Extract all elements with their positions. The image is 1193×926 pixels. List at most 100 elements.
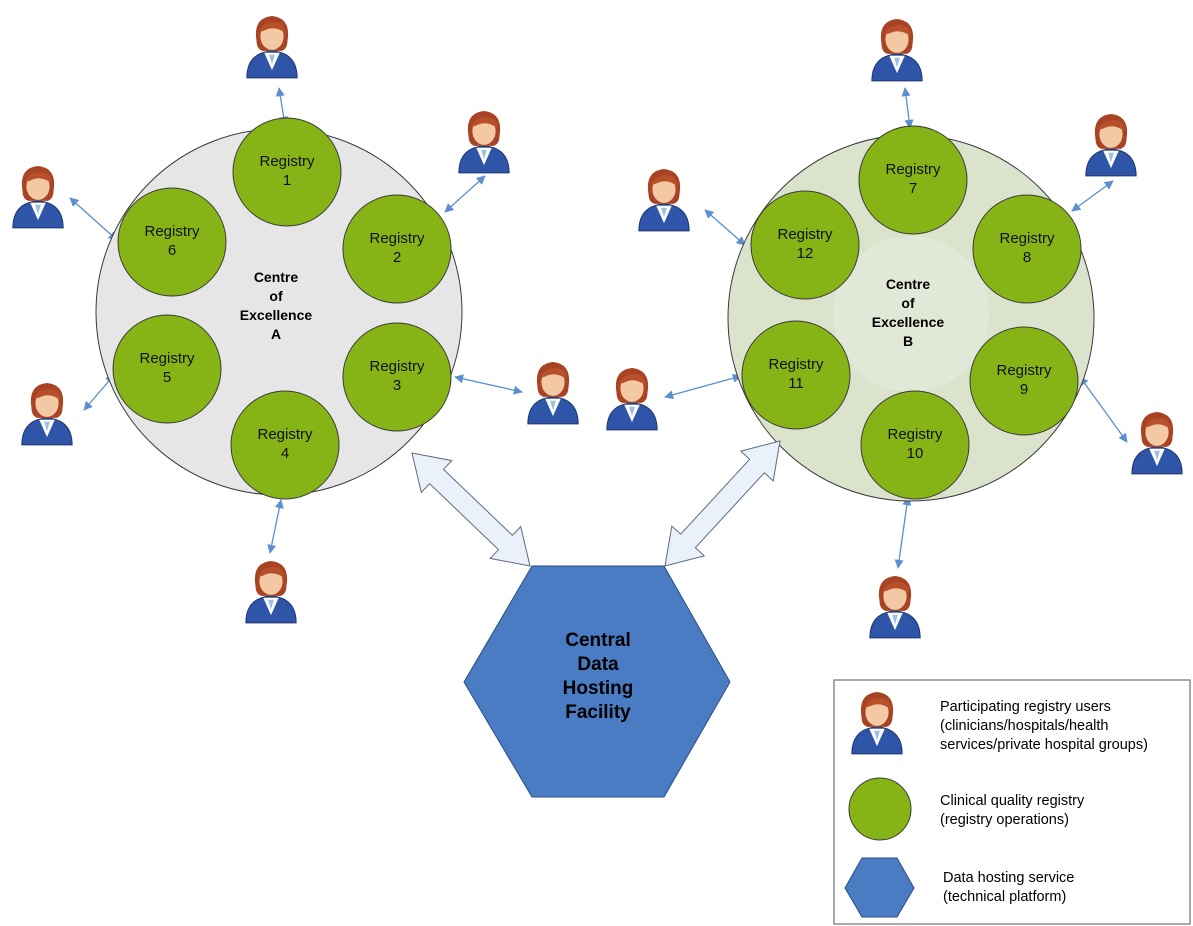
hub-label-line: Central <box>565 630 630 651</box>
registry-label-line: 12 <box>797 245 814 262</box>
legend-item-line: (technical platform) <box>943 889 1066 905</box>
centre-label-a-line: A <box>271 326 281 342</box>
registry-label: Registry 10 <box>887 426 943 462</box>
registry-circle <box>342 322 452 432</box>
registry-circle <box>232 117 342 227</box>
registry-label: Registry 6 <box>144 223 200 259</box>
legend-item-text: Clinical quality registry (registry opera… <box>940 793 1085 828</box>
centre-label-a-line: Centre <box>254 269 299 285</box>
registry-circle <box>741 320 851 430</box>
user-icon <box>1131 411 1183 475</box>
user-icon <box>869 575 921 639</box>
shape-layer <box>12 15 1191 925</box>
registry-label-line: Registry <box>996 362 1052 379</box>
registry-circle <box>750 190 860 300</box>
centre-label-b-line: Centre <box>886 276 931 292</box>
hub-label-line: Hosting <box>563 678 634 699</box>
registry-label-line: Registry <box>887 426 943 443</box>
connector-arrow-b-1 <box>901 87 914 129</box>
user-icon <box>606 367 658 431</box>
connector-arrow-a-2 <box>444 175 486 213</box>
registry-circle <box>969 326 1079 436</box>
registry-label-line: 11 <box>788 375 804 392</box>
registry-label: Registry 11 <box>768 356 824 392</box>
connector-layer <box>69 87 1128 569</box>
registry-label-line: 2 <box>393 249 401 266</box>
registry-label: Registry 4 <box>257 426 313 462</box>
connector-arrow-b-2 <box>1071 180 1114 212</box>
connector-arrow-a-5 <box>454 374 523 395</box>
hub-label-line: Data <box>577 654 619 675</box>
connector-arrow-a-3 <box>69 197 118 241</box>
user-icon <box>527 361 579 425</box>
legend-item-line: services/private hospital groups) <box>940 737 1148 753</box>
registry-label-line: Registry <box>999 230 1055 247</box>
registry-label-line: Registry <box>369 358 425 375</box>
registry-label-line: Registry <box>257 426 313 443</box>
user-icon <box>245 560 297 624</box>
registry-label-line: 7 <box>909 180 917 197</box>
registry-circle <box>342 194 452 304</box>
connector-arrow-a-6 <box>267 499 284 554</box>
registry-circle <box>860 390 970 500</box>
connector-arrow-b-5 <box>1079 376 1128 443</box>
legend-item-text: Data hosting service (technical platform) <box>943 870 1074 905</box>
registry-circle <box>117 187 227 297</box>
registry-circle <box>858 125 968 235</box>
centre-label-a-line: Excellence <box>240 307 313 323</box>
user-icon <box>21 382 73 446</box>
legend-item-line: Data hosting service <box>943 870 1074 886</box>
user-icon <box>638 168 690 232</box>
registry-label: Registry 5 <box>139 350 195 386</box>
legend-item-line: Clinical quality registry <box>940 793 1085 809</box>
registry-label-line: 10 <box>907 445 924 462</box>
user-icon <box>12 165 64 229</box>
registry-label: Registry 2 <box>369 230 425 266</box>
user-icon <box>871 18 923 82</box>
registry-circle <box>112 314 222 424</box>
connector-arrow-b-3 <box>704 209 746 246</box>
hub-label-line: Facility <box>565 702 631 723</box>
registry-label: Registry 8 <box>999 230 1055 266</box>
centre-label-b-line: Excellence <box>872 314 945 330</box>
big-arrow-left <box>411 452 531 567</box>
registry-circle <box>972 194 1082 304</box>
legend-item-text: Participating registry users (clinicians/… <box>940 699 1148 753</box>
registry-label-line: Registry <box>777 226 833 243</box>
registry-label-line: 8 <box>1023 249 1031 266</box>
registry-label-line: Registry <box>259 153 315 170</box>
registry-label-line: 6 <box>168 242 176 259</box>
legend-item-line: (clinicians/hospitals/health <box>940 718 1108 734</box>
user-icon <box>246 15 298 79</box>
legend-item-line: Participating registry users <box>940 699 1111 715</box>
registry-label-line: 1 <box>283 172 291 189</box>
registry-label-line: 4 <box>281 445 289 462</box>
big-arrow-right <box>664 440 781 567</box>
legend-item-line: (registry operations) <box>940 812 1069 828</box>
registry-circle <box>230 390 340 500</box>
registry-label-line: Registry <box>144 223 200 240</box>
registry-label: Registry 1 <box>259 153 315 189</box>
centre-label-b-line: B <box>903 333 913 349</box>
registry-label-line: 5 <box>163 369 171 386</box>
registry-label-line: Registry <box>768 356 824 373</box>
registry-label: Registry 9 <box>996 362 1052 398</box>
registry-label-line: 3 <box>393 377 401 394</box>
centre-label-a-line: of <box>269 288 283 304</box>
connector-arrow-b-6 <box>894 496 912 569</box>
registry-label: Registry 12 <box>777 226 833 262</box>
registry-label-line: Registry <box>139 350 195 367</box>
user-icon <box>458 110 510 174</box>
legend-hexagon-icon <box>844 857 915 918</box>
user-icon <box>1085 113 1137 177</box>
registry-label-line: 9 <box>1020 381 1028 398</box>
legend-registry-circle-icon <box>848 777 912 841</box>
registry-label-line: Registry <box>369 230 425 247</box>
centre-label-b-line: of <box>901 295 915 311</box>
